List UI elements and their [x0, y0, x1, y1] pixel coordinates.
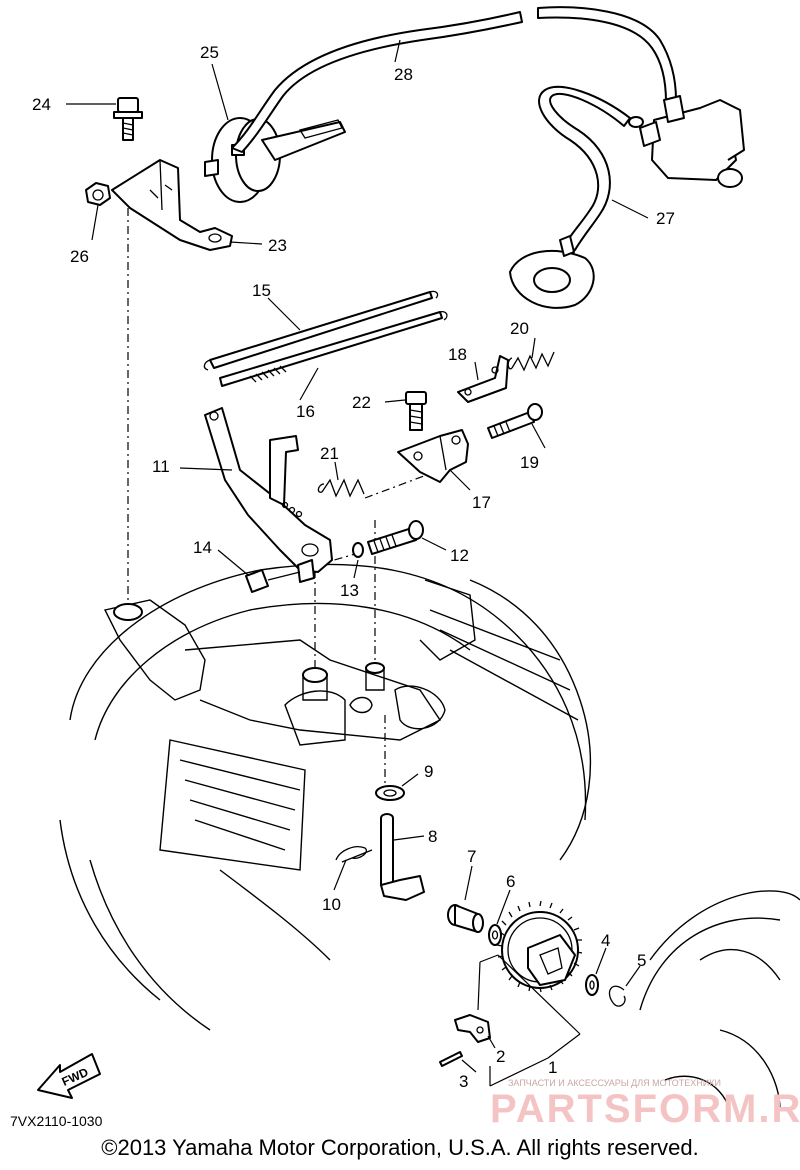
callout-26: 26 — [70, 247, 89, 266]
callout-13: 13 — [340, 581, 359, 600]
callout-12: 12 — [450, 546, 469, 565]
callout-25: 25 — [200, 43, 219, 62]
washer-9 — [375, 785, 405, 801]
copyright-notice: ©2013 Yamaha Motor Corporation, U.S.A. A… — [101, 1135, 699, 1160]
callout-2: 2 — [496, 1047, 505, 1066]
watermark-small-text: ЗАПЧАСТИ И АКСЕССУАРЫ ДЛЯ МОТОТЕХНИКИ — [508, 1078, 721, 1088]
callout-1: 1 — [548, 1058, 557, 1077]
pin-3 — [439, 1051, 463, 1067]
callout-15: 15 — [252, 281, 271, 300]
clip-10 — [335, 846, 373, 863]
bracket-23 — [111, 159, 233, 251]
callout-19: 19 — [520, 453, 539, 472]
bracket-18 — [457, 355, 509, 403]
rod-15 — [203, 290, 439, 371]
figure-code: 7VX2110-1030 — [10, 1113, 103, 1129]
washer-4 — [585, 974, 599, 996]
callout-3: 3 — [459, 1072, 468, 1091]
callout-11: 11 — [152, 457, 170, 476]
callout-23: 23 — [268, 236, 287, 255]
watermark-large-text: PARTSFORM.RU — [490, 1087, 800, 1131]
actuator-25 — [204, 117, 346, 203]
callout-27: 27 — [656, 209, 675, 228]
hose-28 — [231, 6, 677, 153]
flywheel-outline — [639, 890, 800, 1111]
spring-21 — [317, 478, 365, 498]
callout-16: 16 — [296, 402, 315, 421]
callout-28: 28 — [394, 65, 413, 84]
valve-27 — [509, 85, 745, 309]
watermark: ЗАПЧАСТИ И АКСЕССУАРЫ ДЛЯ МОТОТЕХНИКИ PA… — [490, 1078, 800, 1131]
plate-14 — [245, 569, 301, 593]
shaft-8 — [380, 813, 425, 901]
callout-5: 5 — [637, 951, 646, 970]
callout-numbers: 1 2 3 4 5 6 7 8 9 10 11 12 13 14 15 16 1… — [32, 43, 675, 1091]
callout-7: 7 — [467, 847, 476, 866]
bolt-12 — [367, 520, 424, 555]
callout-17: 17 — [472, 493, 491, 512]
rod-16 — [219, 310, 448, 387]
washer-13 — [352, 542, 364, 558]
callout-18: 18 — [448, 345, 467, 364]
callout-10: 10 — [322, 895, 341, 914]
callout-14: 14 — [193, 538, 212, 557]
bracket-17 — [397, 429, 469, 483]
washer-6 — [488, 924, 502, 946]
nut-26 — [85, 182, 111, 206]
lever-11 — [204, 407, 333, 583]
callout-8: 8 — [428, 827, 437, 846]
circlip-5 — [608, 985, 626, 1007]
callout-22: 22 — [352, 393, 371, 412]
bolt-24 — [113, 97, 143, 141]
engine-block — [59, 563, 592, 1031]
callout-6: 6 — [506, 872, 515, 891]
spring-20 — [507, 351, 555, 372]
fwd-arrow: FWD — [37, 1053, 101, 1099]
callout-9: 9 — [424, 762, 433, 781]
leader-lines — [66, 39, 649, 1087]
callout-24: 24 — [32, 95, 51, 114]
plate-2 — [454, 1014, 491, 1043]
gear-1 — [496, 900, 583, 993]
callout-4: 4 — [601, 931, 610, 950]
pin-7 — [447, 904, 484, 933]
bolt-19 — [487, 403, 543, 439]
callout-21: 21 — [320, 444, 339, 463]
callout-20: 20 — [510, 319, 529, 338]
bolt-22 — [405, 391, 427, 431]
